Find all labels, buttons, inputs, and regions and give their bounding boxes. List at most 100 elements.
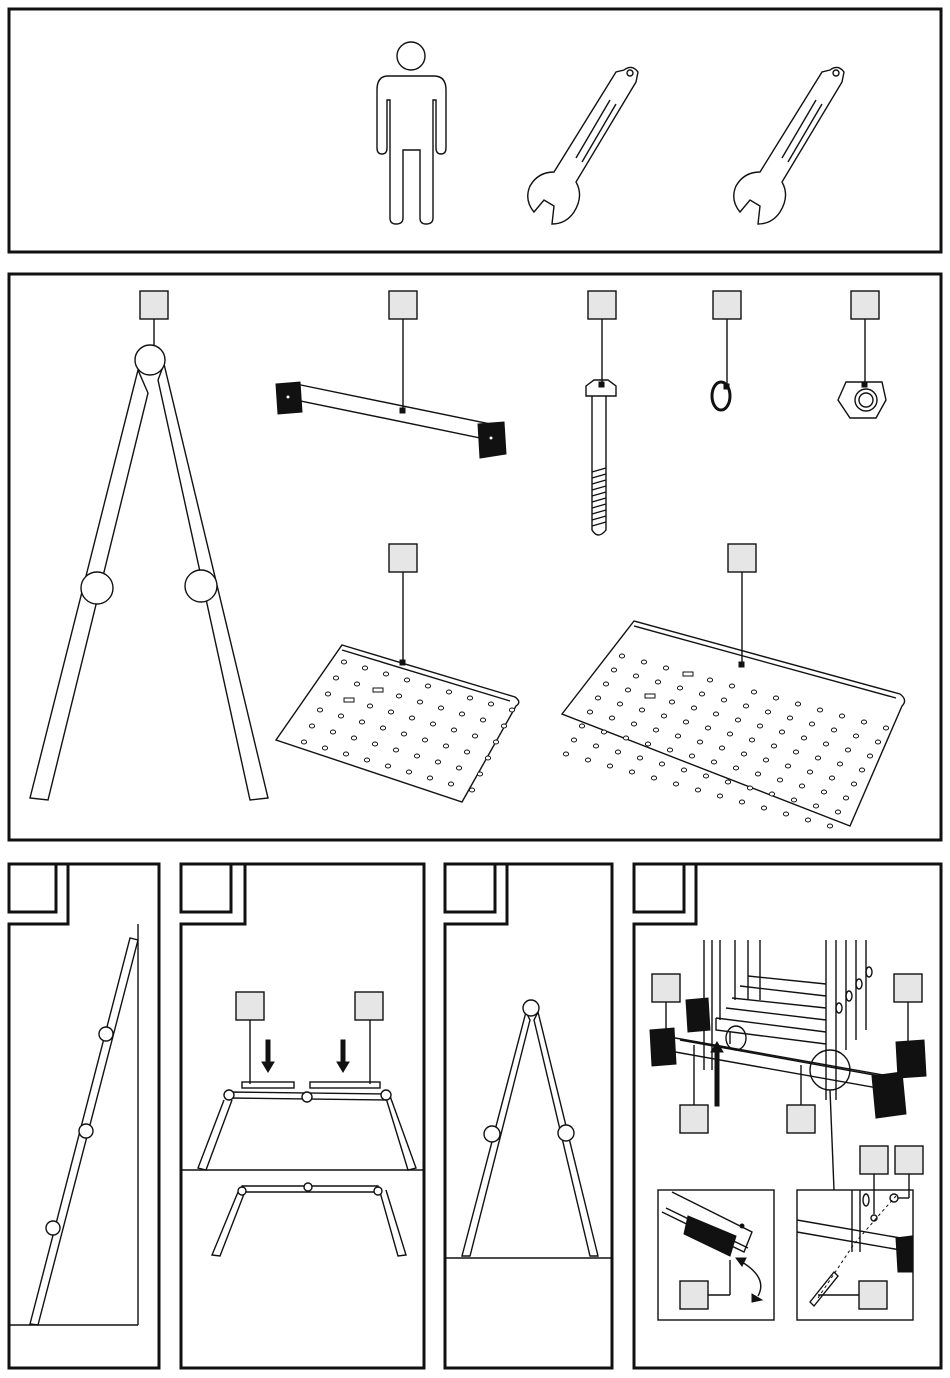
platform-hole [477,772,482,776]
platform-hole [705,726,710,730]
part-label-box [140,291,168,319]
platform-hole [763,758,768,762]
platform-hole [414,754,419,758]
platform-hole [438,706,443,710]
platform-hole [695,788,700,792]
platform-hole [791,798,796,802]
platform-hole [703,774,708,778]
platform-hole [571,738,576,742]
platform-hole [427,776,432,780]
platform-hole [637,756,642,760]
platform-hole [629,770,634,774]
platform-hole [409,716,414,720]
platform-hole [853,734,858,738]
platform-hole [661,714,666,718]
platform-hole [651,776,656,780]
platform-hole [713,712,718,716]
platform-hole [317,708,322,712]
part-label-box [787,1105,815,1133]
person-icon [377,42,446,224]
part-label-box [389,291,417,319]
ladder-treads [716,976,826,1050]
platform-hole [587,710,592,714]
platform-hole [735,718,740,722]
part-label-box [895,1146,923,1174]
platform-hole [809,722,814,726]
down-arrow-icon [262,1040,274,1072]
step-2-panel [181,864,424,1368]
step-3-panel [445,864,612,1368]
platform-hole [717,794,722,798]
platform-hole [739,800,744,804]
platform-hole [472,734,477,738]
platform-hole [354,682,359,686]
platform-hole [601,730,606,734]
tools-panel [9,9,941,252]
platform-hole [683,720,688,724]
platform-hole [401,732,406,736]
platform-hole [417,700,422,704]
platform-hole [799,784,804,788]
platform-hole [488,702,493,706]
part-label-box [680,1281,708,1309]
platform-hole [837,762,842,766]
platform-hole [435,760,440,764]
part-label-box [389,544,417,572]
platform-hole [385,764,390,768]
platform-hole [747,786,752,790]
platform-hole [388,710,393,714]
platform-hole [603,682,608,686]
platform-hole [807,770,812,774]
step-number-box [445,864,495,912]
platform-hole [443,744,448,748]
platform-hole [625,688,630,692]
platform-hole [765,710,770,714]
platform-hole [364,758,369,762]
platform-slot [683,672,693,676]
platform-hole [817,708,822,712]
detail-a [658,1190,774,1320]
platform-hole [343,752,348,756]
platform-hole [761,806,766,810]
platform-hole [813,804,818,808]
platform-hole [783,812,788,816]
platform-hole [509,708,514,712]
part-label-box [894,974,922,1002]
platform-hole [743,704,748,708]
platform-hole [689,754,694,758]
platform-hole [697,740,702,744]
platform-hole [456,766,461,770]
platform-hole [338,714,343,718]
bolt-part [586,291,616,535]
part-label-box [355,992,383,1020]
platform-hole [362,666,367,670]
platform-hole [681,768,686,772]
platform-hole [611,668,616,672]
platform-hole [669,700,674,704]
platform-hole [831,728,836,732]
platform-hole [422,738,427,742]
platform-hole [673,782,678,786]
platform-hole [585,758,590,762]
platform-hole [827,824,832,828]
platform-hole [725,780,730,784]
step-number-box [9,864,56,912]
platform-hole [404,678,409,682]
platform-hole [609,716,614,720]
platform-hole [631,722,636,726]
platform-hole [805,818,810,822]
platform-hole [823,742,828,746]
platform-hole [663,666,668,670]
step-4-panel [634,864,941,1368]
part-label-box [652,974,680,1002]
platform-hole [406,770,411,774]
platform-hole [829,776,834,780]
platform-hole [645,742,650,746]
platform-hole [861,720,866,724]
large-platform-part [562,544,905,828]
platform-hole [372,742,377,746]
platform-hole [480,718,485,722]
part-label-box [680,1105,708,1133]
platform-hole [351,736,356,740]
platform-hole [721,698,726,702]
